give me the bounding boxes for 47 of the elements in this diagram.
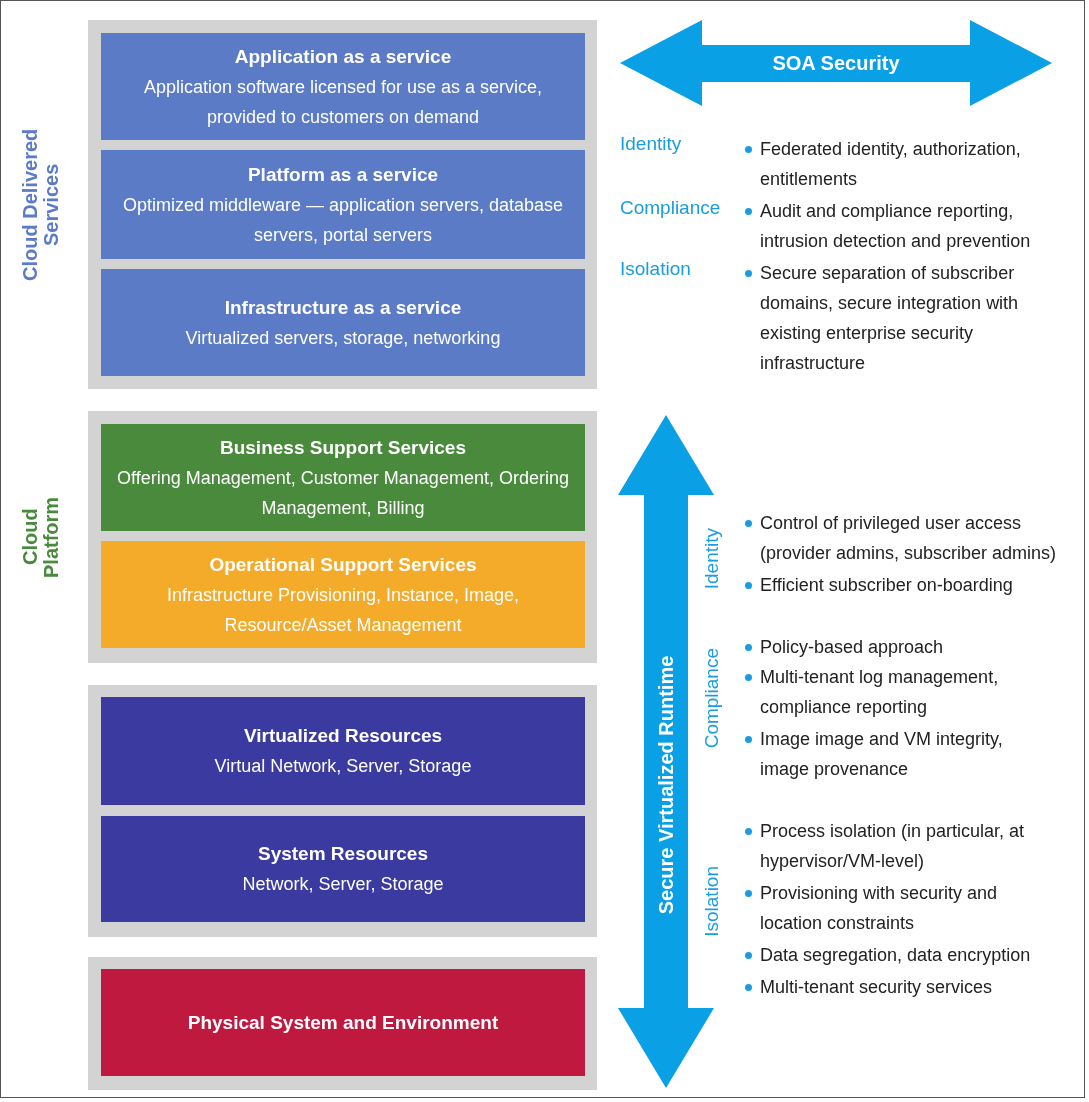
layer-title: Operational Support Services: [209, 552, 477, 577]
layer-title: Platform as a service: [247, 162, 439, 187]
bullet-item: Provisioning with security and location constraints: [743, 878, 1053, 938]
layer-title: Virtualized Resources: [243, 724, 443, 748]
category-label: Isolation: [620, 258, 691, 280]
layer-title: Infrastructure as a service: [224, 295, 462, 320]
service-layer-box: [101, 150, 585, 259]
group-panel: [88, 685, 597, 937]
service-layer-box: [101, 33, 585, 140]
bullet-item: Process isolation (in particular, at hypervisor/VM-level): [743, 816, 1053, 876]
service-layer-box: [101, 969, 585, 1076]
service-layer-box: [101, 697, 585, 805]
category-label: Isolation: [701, 866, 723, 937]
bullet-item: Federated identity, authorization, entitlements: [743, 134, 1073, 194]
service-layer-box: [101, 541, 585, 648]
category-label: Compliance: [701, 648, 723, 749]
bullet-item: Audit and compliance reporting, intrusion detection and prevention: [743, 196, 1073, 256]
group-label: Cloud Delivered Services: [20, 127, 62, 283]
layer-description: Application software licensed for use as a service, provided to customers on demand: [142, 75, 544, 129]
layer-title: Business Support Services: [219, 435, 466, 460]
bullet-item: Secure separation of subscriber domains, secure integration with existing enterprise security infrastructure: [743, 258, 1063, 378]
category-label: Compliance: [620, 197, 721, 219]
layer-description: Virtual Network, Server, Storage: [214, 755, 472, 778]
layer-description: Virtualized servers, storage, networking: [185, 326, 501, 350]
layer-title: Application as a service: [234, 44, 452, 69]
layer-description: Infrastructure Provisioning, Instance, Image, Resource/Asset Management: [165, 583, 521, 637]
bullet-item: Control of privileged user access (provider admins, subscriber admins): [743, 508, 1089, 568]
layer-description: Network, Server, Storage: [242, 873, 444, 896]
service-layer-box: [101, 816, 585, 922]
layer-title: System Resources: [257, 842, 428, 866]
service-layer-box: [101, 269, 585, 376]
layer-title: Physical System and Environment: [187, 1010, 499, 1035]
arrow-label: SOA Security: [772, 51, 900, 75]
arrow-label: Secure Virtualized Runtime: [654, 655, 678, 915]
category-label: Identity: [701, 528, 723, 590]
layer-description: Optimized middleware — application servers, database servers, portal servers: [121, 193, 565, 247]
service-layer-box: [101, 424, 585, 531]
bullet-item: Data segregation, data encryption: [743, 940, 1083, 970]
layer-description: Offering Management, Customer Management, Ordering Management, Billing: [116, 466, 570, 520]
bullet-item: Image image and VM integrity, image provenance: [743, 724, 1053, 784]
bullet-item: Policy-based approach: [743, 632, 1073, 662]
bullet-item: Efficient subscriber on-boarding: [743, 570, 1083, 600]
group-panel: [88, 957, 597, 1090]
category-label: Identity: [620, 133, 682, 155]
bullet-item: Multi-tenant security services: [743, 972, 1083, 1002]
group-label: Cloud Platform: [20, 495, 62, 580]
bullet-item: Multi-tenant log management, compliance reporting: [743, 662, 1053, 722]
